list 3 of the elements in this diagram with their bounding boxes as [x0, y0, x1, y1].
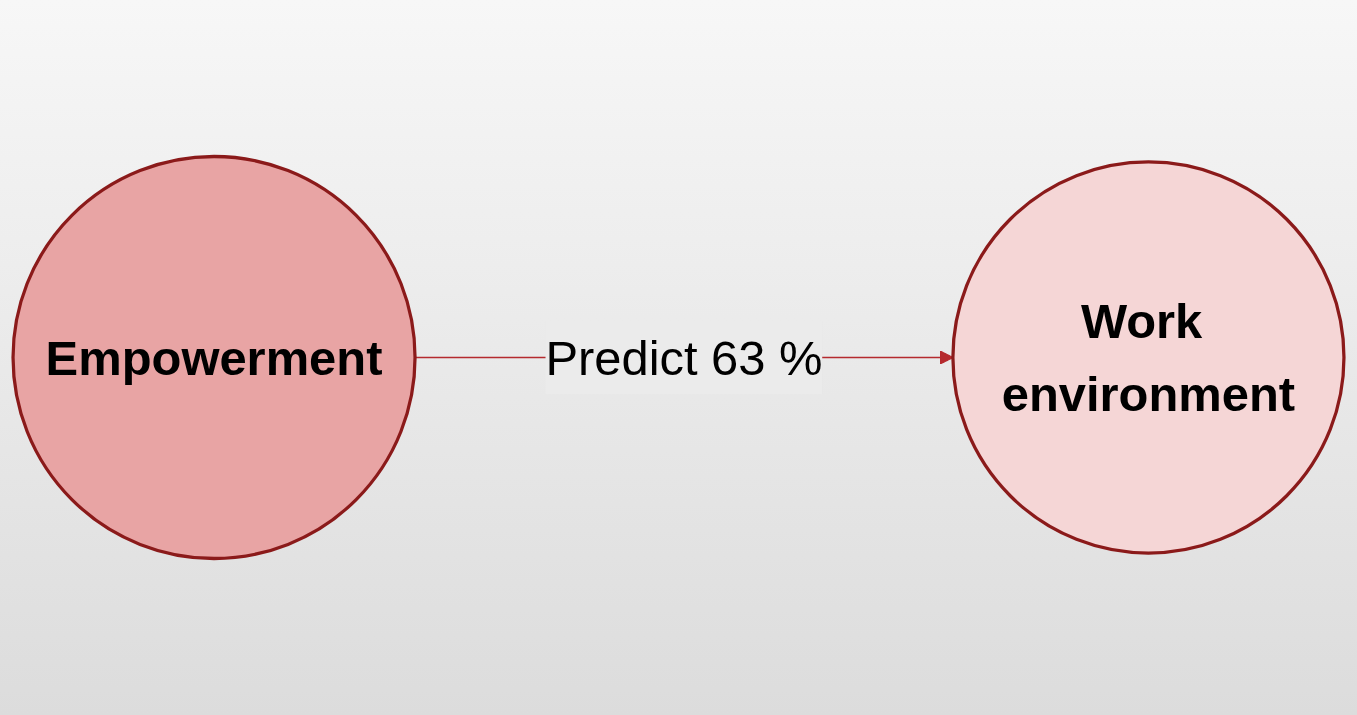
node-circle: Work environment [951, 160, 1346, 555]
edge-label: Predict 63 % [545, 330, 823, 385]
node-circle: Empowerment [11, 154, 417, 561]
